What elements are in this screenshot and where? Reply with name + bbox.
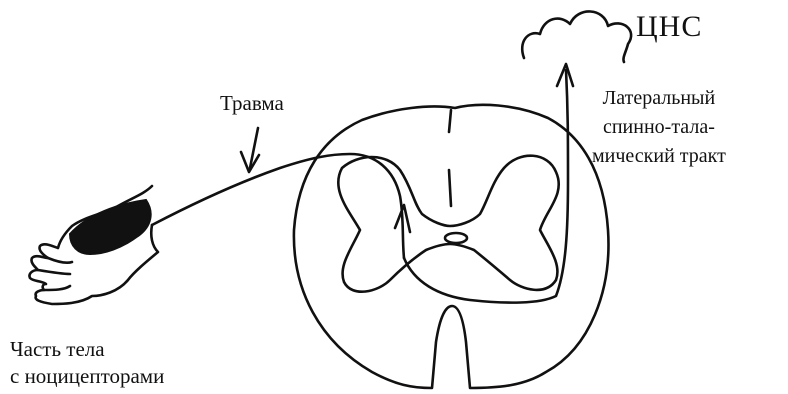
lateral-spinothalamic-tract-label: Латеральный спинно-тала- мический тракт (592, 84, 726, 171)
central-canal (445, 233, 467, 243)
finger-line (38, 270, 70, 274)
tract-label-line: мический тракт (592, 142, 726, 171)
body-part-label-line: с ноцицепторами (10, 363, 164, 390)
cns-brain-outline (522, 11, 631, 62)
tract-label-line: Латеральный (592, 84, 726, 113)
tract-label-line: спинно-тала- (592, 113, 726, 142)
finger-line (48, 258, 72, 263)
anterior-median-fissure (449, 110, 451, 132)
nociceptor-region (70, 200, 151, 254)
spinal-cord-outline (294, 105, 609, 388)
body-part-label-line: Часть тела (10, 336, 164, 363)
afferent-nerve-fiber (152, 154, 404, 258)
trauma-label: Травма (220, 91, 284, 115)
grey-commissure-line (449, 170, 451, 206)
body-part-label: Часть тела с ноцицепторами (10, 336, 164, 390)
cns-label: ЦНС (636, 10, 702, 45)
finger-line (44, 286, 70, 290)
